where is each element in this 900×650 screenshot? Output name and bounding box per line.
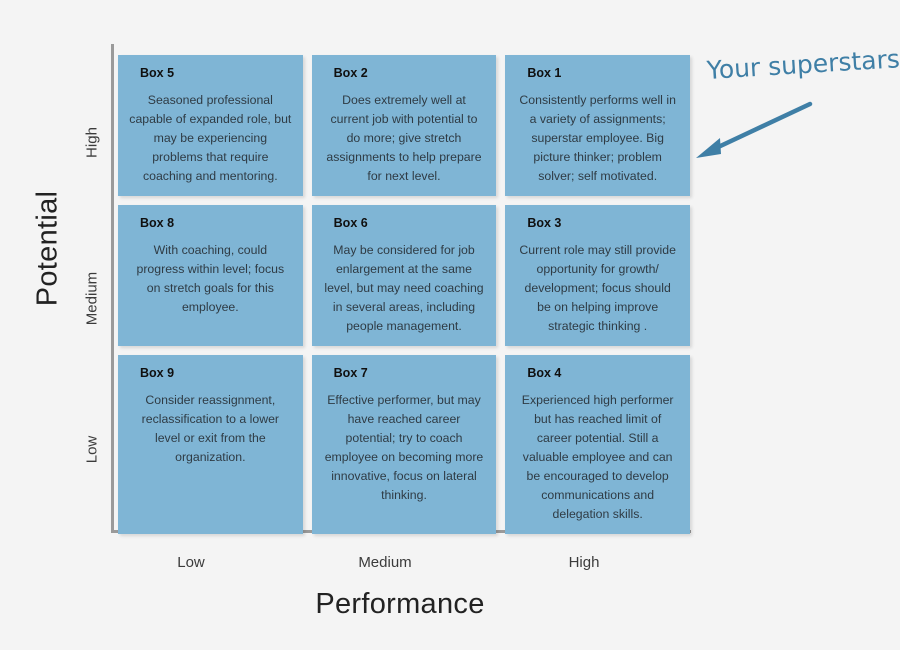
y-axis-title: Potential: [31, 190, 64, 307]
y-axis-tick-low: Low: [83, 435, 101, 464]
grid-cell-title: Box 5: [140, 66, 175, 80]
y-axis-line: [111, 44, 114, 530]
grid-cell-box-6[interactable]: Box 6 May be considered for job enlargem…: [311, 204, 497, 346]
grid-cell-body: Does extremely well at current job with …: [326, 92, 482, 183]
grid-cell-box-3[interactable]: Box 3 Current role may still provide opp…: [505, 204, 690, 346]
grid-cell-title: Box 1: [527, 66, 562, 80]
x-axis-tick-low: Low: [177, 554, 205, 571]
grid-cell-box-8[interactable]: Box 8 With coaching, could progress with…: [118, 204, 303, 346]
grid-cell-box-1[interactable]: Box 1 Consistently performs well in a va…: [505, 55, 690, 196]
grid-cell-body: Consistently performs well in a variety …: [519, 92, 676, 183]
grid-cell-body: Effective performer, but may have reache…: [324, 392, 484, 502]
grid-cell-box-2[interactable]: Box 2 Does extremely well at current job…: [311, 55, 497, 196]
x-axis-tick-high: High: [568, 554, 600, 571]
x-axis-tick-medium: Medium: [358, 554, 412, 571]
grid-cell-box-5[interactable]: Box 5 Seasoned professional capable of e…: [118, 55, 303, 196]
grid-cell-title: Box 9: [140, 365, 175, 380]
grid-cell-title: Box 4: [527, 365, 562, 380]
grid-cell-body: Current role may still provide opportuni…: [519, 242, 676, 333]
grid-cell-title: Box 2: [333, 66, 368, 80]
grid-cell-title: Box 3: [527, 215, 562, 230]
grid-cell-title: Box 8: [140, 215, 175, 230]
grid-cell-box-4[interactable]: Box 4 Experienced high performer but has…: [505, 354, 690, 535]
grid-cell-title: Box 7: [333, 365, 368, 380]
annotation-arrow-icon: [696, 101, 813, 158]
grid-cell-title: Box 6: [333, 215, 368, 230]
grid-cell-body: Consider reassignment, reclassification …: [141, 392, 280, 464]
grid-cell-body: With coaching, could progress within lev…: [136, 242, 285, 314]
grid-cell-body: May be considered for job enlargement at…: [324, 242, 484, 333]
grid-cell-box-7[interactable]: Box 7 Effective performer, but may have …: [311, 354, 497, 535]
y-axis-tick-high: High: [83, 127, 101, 158]
grid-cell-body: Seasoned professional capable of expande…: [129, 92, 292, 183]
grid-cell-box-9[interactable]: Box 9 Consider reassignment, reclassific…: [118, 354, 303, 535]
x-axis-title: Performance: [315, 588, 485, 620]
grid-cell-body: Experienced high performer but has reach…: [521, 392, 674, 521]
annotation-text: Your superstars!: [706, 43, 900, 85]
grid-container: Box 5 Seasoned professional capable of e…: [118, 55, 690, 535]
y-axis-tick-medium: Medium: [83, 271, 101, 326]
